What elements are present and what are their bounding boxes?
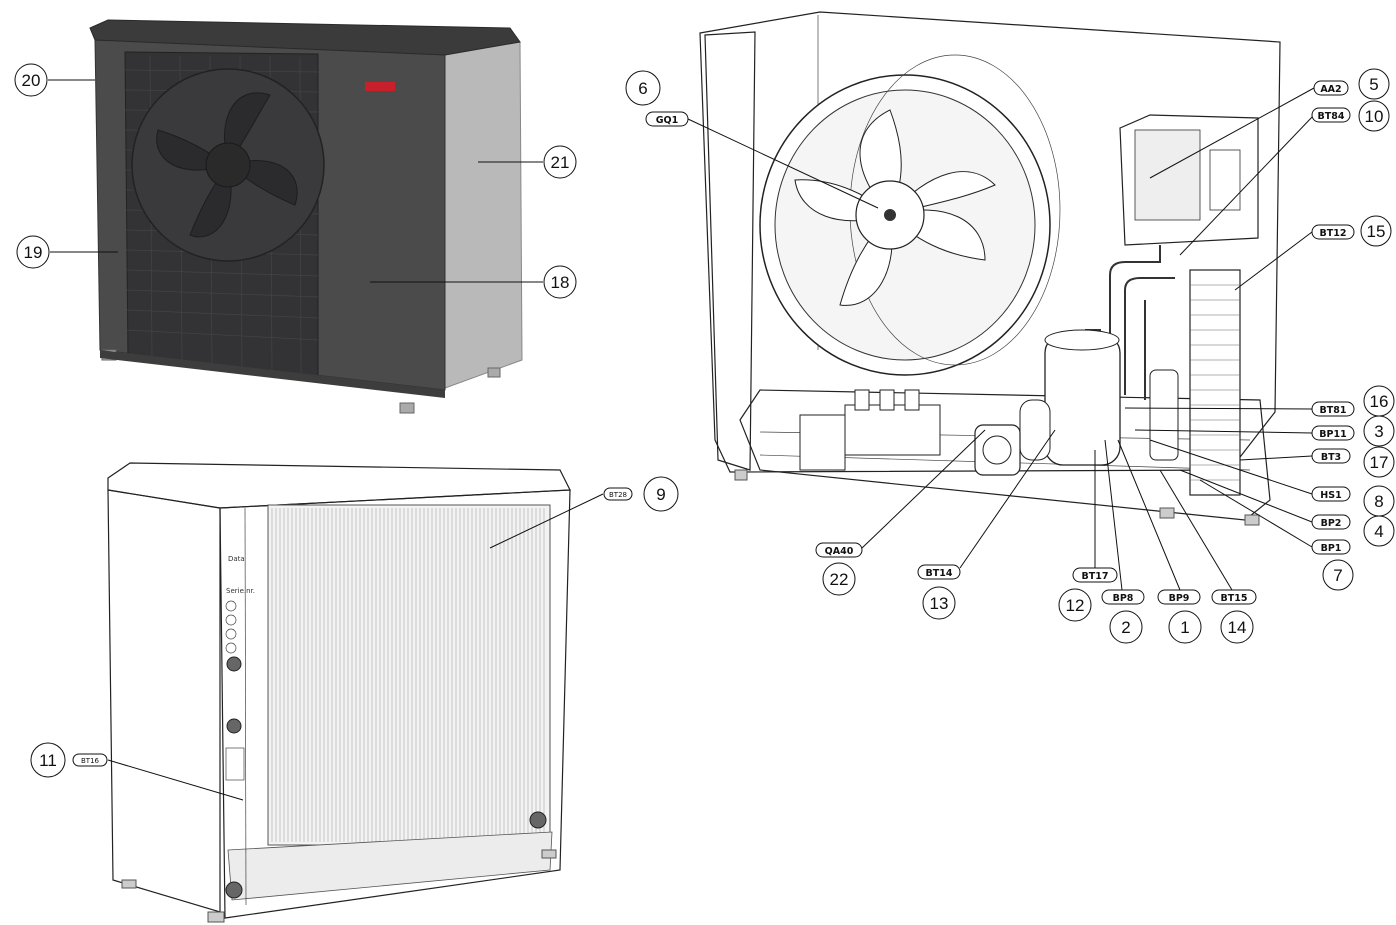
svg-text:QA40: QA40 — [825, 546, 854, 557]
svg-text:13: 13 — [930, 594, 949, 613]
svg-text:AA2: AA2 — [1320, 84, 1341, 95]
callout-21: 21 — [478, 145, 577, 179]
callout-15: BT12 15 — [1234, 215, 1392, 291]
callout-12: BT17 12 — [1058, 450, 1118, 622]
callout-2: BP8 2 — [1101, 439, 1145, 644]
svg-text:7: 7 — [1333, 566, 1342, 585]
svg-text:4: 4 — [1374, 522, 1383, 541]
callout-11: 11 BT16 — [30, 742, 244, 801]
svg-text:BT17: BT17 — [1082, 571, 1109, 582]
svg-text:BT3: BT3 — [1321, 452, 1341, 463]
compressor — [1019, 329, 1121, 466]
svg-text:BT28: BT28 — [609, 491, 627, 499]
callout-3: BP11 3 — [1134, 415, 1395, 447]
callout-18: 18 — [370, 265, 577, 299]
callout-8: HS1 8 — [1149, 439, 1395, 517]
connection-panel: Data Serie.nr. — [225, 507, 547, 906]
svg-text:17: 17 — [1370, 453, 1389, 472]
rear-view-unit: Data Serie.nr. — [107, 462, 571, 923]
front-view-unit — [89, 19, 523, 414]
callout-16: BT81 16 — [1124, 385, 1395, 417]
brand-logo — [365, 82, 395, 91]
svg-text:14: 14 — [1228, 618, 1247, 637]
svg-text:10: 10 — [1365, 107, 1384, 126]
svg-text:BP2: BP2 — [1321, 518, 1342, 529]
callout-20: 20 — [14, 63, 95, 97]
evaporator-fins — [271, 508, 545, 842]
callout-10: BT84 10 — [1179, 100, 1390, 256]
callout-1: BP9 1 — [1117, 439, 1202, 644]
drier-filter — [1149, 369, 1179, 461]
svg-text:12: 12 — [1066, 596, 1085, 615]
contactor-block — [799, 389, 941, 471]
inverter-coil — [974, 424, 1021, 476]
svg-text:BP9: BP9 — [1169, 593, 1190, 604]
svg-text:15: 15 — [1367, 222, 1386, 241]
svg-text:BT16: BT16 — [81, 757, 100, 765]
svg-text:GQ1: GQ1 — [656, 115, 678, 126]
svg-text:3: 3 — [1374, 422, 1383, 441]
condenser-heat-exchanger — [1189, 269, 1241, 496]
svg-text:BT81: BT81 — [1320, 405, 1347, 416]
svg-text:8: 8 — [1374, 492, 1383, 511]
svg-text:HS1: HS1 — [1320, 490, 1341, 501]
svg-text:11: 11 — [39, 751, 57, 770]
svg-text:18: 18 — [551, 273, 570, 292]
svg-text:Data: Data — [228, 555, 245, 563]
svg-text:BP8: BP8 — [1113, 593, 1134, 604]
callout-13: BT14 13 — [917, 429, 1056, 620]
svg-text:BP11: BP11 — [1319, 429, 1346, 440]
svg-text:BT84: BT84 — [1318, 111, 1345, 122]
control-board-box — [1119, 114, 1259, 246]
svg-text:1: 1 — [1180, 618, 1189, 637]
svg-text:BP1: BP1 — [1321, 543, 1342, 554]
callout-7: BP1 7 — [1199, 479, 1354, 591]
evaporator-coil — [267, 504, 551, 846]
svg-text:BT14: BT14 — [926, 568, 953, 579]
callout-22: QA40 22 — [815, 429, 986, 596]
callout-9: BT28 9 — [489, 476, 679, 549]
svg-text:9: 9 — [656, 485, 665, 504]
svg-text:16: 16 — [1370, 392, 1389, 411]
callout-5: AA2 5 — [1149, 68, 1390, 179]
callout-4: BP2 4 — [1179, 469, 1395, 547]
svg-text:5: 5 — [1369, 75, 1378, 94]
svg-text:20: 20 — [22, 71, 41, 90]
svg-text:BT12: BT12 — [1320, 228, 1347, 239]
svg-text:6: 6 — [638, 79, 647, 98]
svg-text:21: 21 — [551, 153, 570, 172]
callout-19: 19 — [16, 235, 118, 269]
svg-text:BT15: BT15 — [1221, 593, 1248, 604]
interior-view-unit — [699, 11, 1281, 526]
svg-text:Serie.nr.: Serie.nr. — [226, 587, 255, 595]
svg-text:19: 19 — [24, 243, 43, 262]
svg-text:22: 22 — [830, 570, 849, 589]
callout-14: BT15 14 — [1159, 469, 1257, 644]
callout-6: 6 GQ1 — [625, 70, 879, 209]
svg-text:2: 2 — [1121, 618, 1130, 637]
callout-17: BT3 17 — [1239, 446, 1395, 478]
